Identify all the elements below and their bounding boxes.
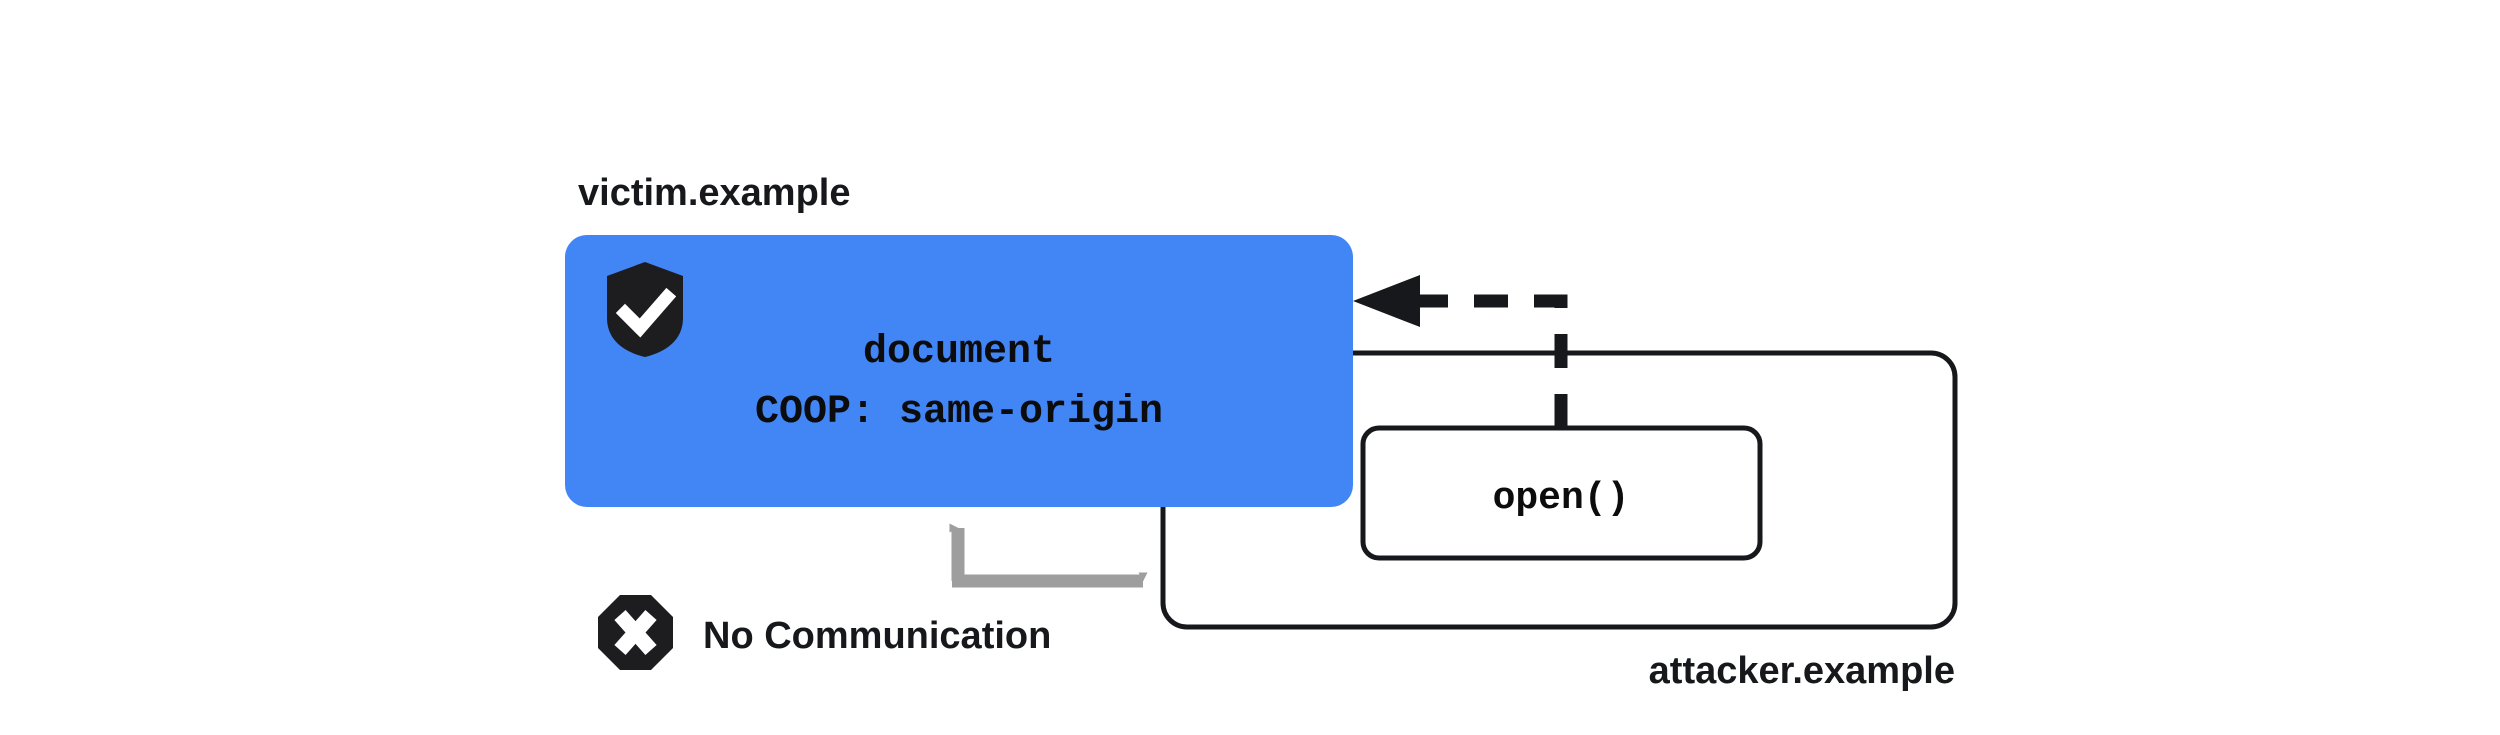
victim-document-line: document [863,330,1055,375]
shield-check-icon [607,262,683,357]
attacker-frame-label: attacker.example [1649,650,1955,692]
octagon-x-icon [598,595,673,670]
victim-frame-label: victim.example [578,172,850,214]
open-call-label: open() [1493,477,1630,520]
victim-coop-line: COOP: same-origin [755,390,1163,435]
no-communication-label: No Communication [703,615,1051,657]
open-to-victim-dashed-arrow [1353,275,1568,428]
victim-document-box [565,235,1353,507]
no-communication-arrow [949,523,1148,588]
